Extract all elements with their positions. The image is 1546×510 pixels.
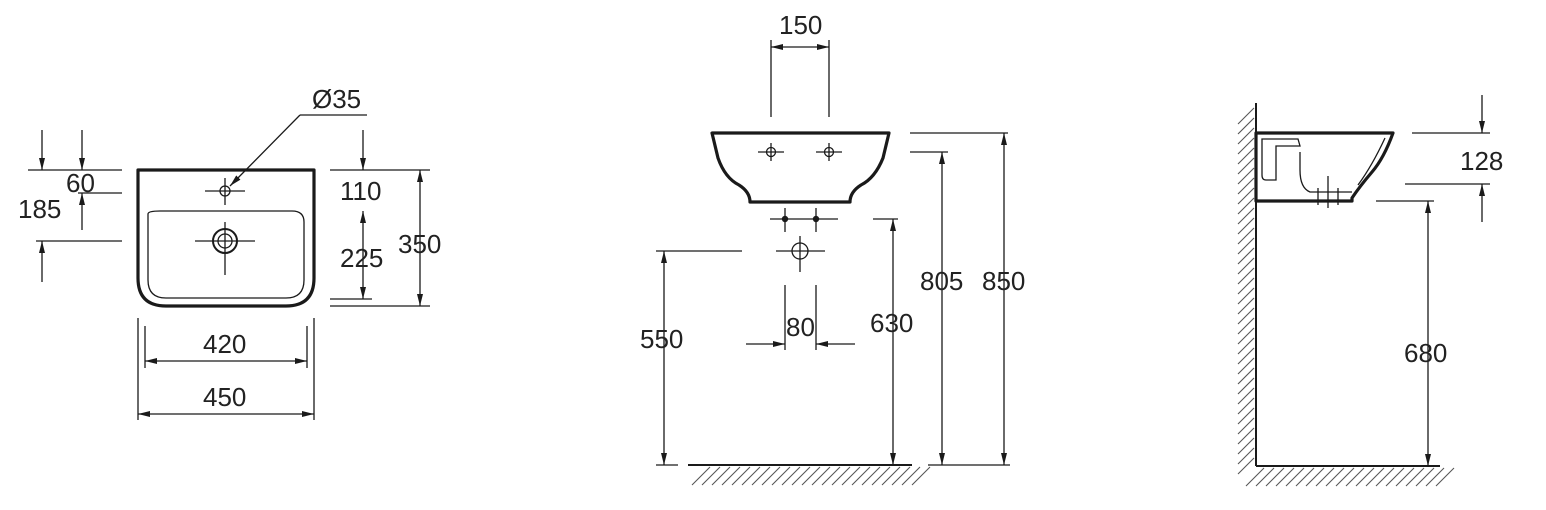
fixing-points xyxy=(770,208,838,232)
tap-crosshair-left xyxy=(758,143,784,161)
label-dim-80: 80 xyxy=(786,312,815,342)
label-dim-128: 128 xyxy=(1460,146,1503,176)
wall-hatch xyxy=(1237,107,1255,475)
label-dim-680: 680 xyxy=(1404,338,1447,368)
label-dim-850: 850 xyxy=(982,266,1025,296)
top-view-bowl xyxy=(147,210,305,299)
front-view: 150 80 550 630 805 850 xyxy=(640,10,1025,486)
label-dim-110: 110 xyxy=(340,176,381,206)
label-dim-550: 550 xyxy=(640,324,683,354)
side-view: 128 680 xyxy=(1237,95,1503,487)
label-dim-350: 350 xyxy=(398,229,441,259)
label-dim-225: 225 xyxy=(340,243,383,273)
side-view-outline xyxy=(1254,131,1395,203)
label-dim-630: 630 xyxy=(870,308,913,338)
label-diameter-35: Ø35 xyxy=(312,84,361,114)
label-dim-60: 60 xyxy=(66,168,95,198)
tap-hole-crosshair xyxy=(205,178,245,205)
label-dim-185: 185 xyxy=(18,194,61,224)
top-view-outline xyxy=(136,168,316,308)
label-dim-805: 805 xyxy=(920,266,963,296)
waste-crosshair xyxy=(776,236,825,272)
label-dim-420: 420 xyxy=(203,329,246,359)
top-view: Ø35 60 185 110 225 350 420 450 xyxy=(18,84,441,420)
label-dim-450: 450 xyxy=(203,382,246,412)
drain-crosshair xyxy=(195,222,255,275)
side-floor-hatch xyxy=(1245,467,1455,487)
tap-crosshair-right xyxy=(816,143,842,161)
front-view-outline xyxy=(710,131,891,204)
label-dim-150: 150 xyxy=(779,10,822,40)
floor-hatch xyxy=(691,466,931,486)
